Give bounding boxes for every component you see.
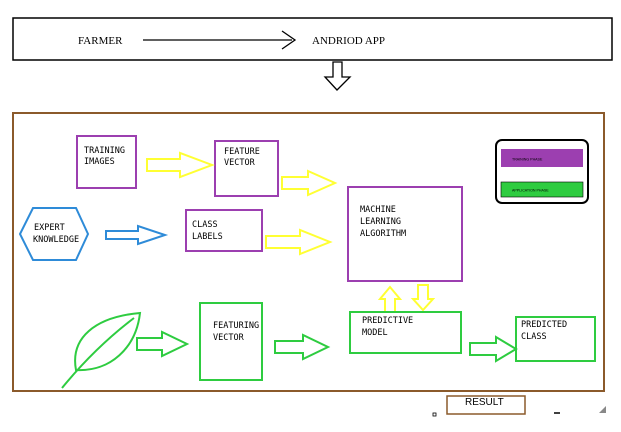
- legend-application-label: APPLICATION PHASE: [512, 189, 549, 193]
- svg-text:EXPERT KNOWLEDGE: EXPERT KNOWLEDGE: [33, 223, 79, 245]
- svg-text:MACHINE LEARNING A: MACHINE LEARNING ALGORITHM: [360, 205, 406, 239]
- arrow-ml-to-model: [410, 284, 436, 312]
- featuring-vector-box: FEATURING VECTOR: [199, 302, 264, 381]
- featuring-vector-line-1: FEATURING: [213, 321, 259, 331]
- result-box: RESULT: [446, 395, 526, 415]
- ml-algorithm-line-3: ALGORITHM: [360, 229, 406, 239]
- expert-knowledge-node: EXPERT KNOWLEDGE: [18, 207, 90, 261]
- predictive-model-box: PREDICTIVE MODEL: [349, 311, 462, 354]
- farmer-label: FARMER: [78, 35, 123, 47]
- arrow-leaf-to-featuring: [136, 330, 190, 358]
- expert-knowledge-line-2: KNOWLEDGE: [33, 235, 79, 245]
- legend-application: [500, 181, 584, 198]
- feature-vector-line-1: FEATURE: [224, 147, 260, 157]
- arrow-featuring-to-model: [274, 333, 331, 361]
- svg-text:TRAINING IMAGES: TRAINING IMAGES: [84, 146, 130, 167]
- arrow-model-to-ml: [377, 285, 403, 313]
- predictive-model-line-2: MODEL: [362, 328, 388, 338]
- legend-training: [501, 149, 583, 167]
- farmer-app-banner: FARMER ANDRIOD APP: [12, 17, 613, 61]
- result-label: RESULT: [465, 397, 504, 408]
- ml-algorithm-line-1: MACHINE: [360, 205, 396, 215]
- feature-vector-line-2: VECTOR: [224, 158, 256, 168]
- leaf-icon: [61, 311, 142, 389]
- featuring-vector-line-2: VECTOR: [213, 333, 245, 343]
- down-arrow: [323, 61, 352, 91]
- svg-text:PREDICTIVE MODEL: PREDICTIVE MODEL: [362, 316, 418, 338]
- ml-algorithm-line-2: LEARNING: [360, 217, 401, 227]
- feature-vector-box: FEATURE VECTOR: [214, 140, 279, 197]
- main-frame: [12, 112, 605, 392]
- training-images-box: TRAINING IMAGES: [76, 135, 137, 189]
- arrow-labels-to-ml: [265, 228, 333, 256]
- training-images-line-2: IMAGES: [84, 157, 115, 167]
- svg-text:CLASS LABELS: CLASS LABELS: [192, 220, 223, 242]
- legend-training-label: TRAINING PHASE: [512, 158, 543, 162]
- svg-text:FEATURING VECTOR: FEATURING VECTOR: [213, 321, 264, 343]
- predictive-model-line-1: PREDICTIVE: [362, 316, 413, 326]
- handle-marker: [432, 412, 437, 417]
- predicted-class-line-1: PREDICTED: [521, 320, 567, 330]
- arrow-training-to-feature: [146, 151, 215, 179]
- svg-text:PREDICTED CLASS: PREDICTED CLASS: [521, 320, 572, 342]
- expert-knowledge-line-1: EXPERT: [34, 223, 65, 233]
- class-labels-line-2: LABELS: [192, 232, 223, 242]
- class-labels-box: CLASS LABELS: [185, 209, 263, 252]
- legend: TRAINING PHASE APPLICATION PHASE: [495, 139, 589, 204]
- arrow-expert-to-labels: [105, 224, 169, 246]
- ml-algorithm-box: MACHINE LEARNING ALGORITHM: [347, 186, 463, 282]
- predicted-class-line-2: CLASS: [521, 332, 547, 342]
- resize-grip: [599, 406, 606, 413]
- arrow-feature-to-ml: [281, 169, 338, 197]
- training-images-line-1: TRAINING: [84, 146, 125, 156]
- svg-text:FEATURE VECTOR: FEATURE VECTOR: [224, 147, 265, 168]
- arrow-model-to-predicted: [469, 335, 518, 363]
- class-labels-line-1: CLASS: [192, 220, 218, 230]
- predicted-class-box: PREDICTED CLASS: [515, 316, 596, 362]
- android-app-label: ANDRIOD APP: [312, 35, 385, 47]
